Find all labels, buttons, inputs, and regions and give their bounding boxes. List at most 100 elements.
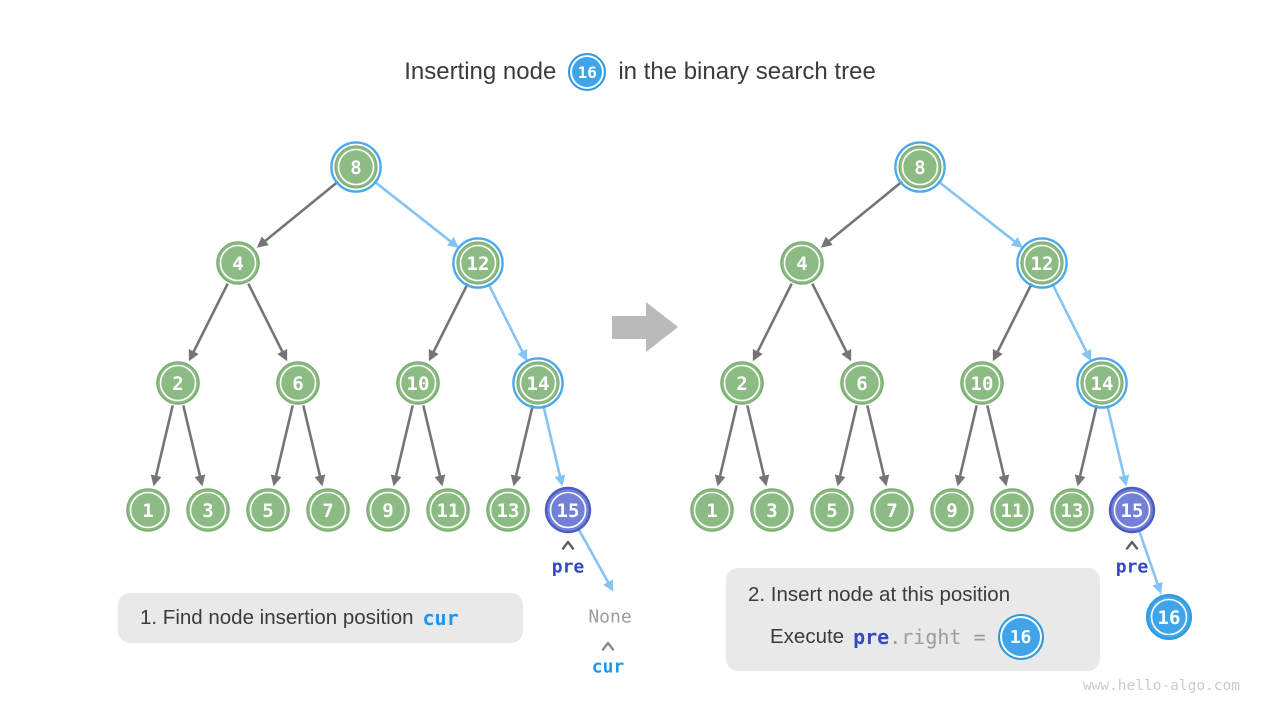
tree-node-1: 1 (126, 488, 170, 532)
svg-text:9: 9 (382, 500, 393, 522)
tree-edge-10-9 (390, 405, 414, 487)
caret-up-icon (561, 540, 576, 550)
svg-text:11: 11 (437, 500, 460, 522)
tree-node-7: 7 (870, 488, 914, 532)
pre-pointer-label: pre (551, 556, 585, 578)
tree-edge-10-11 (986, 405, 1010, 487)
tree-edge-12-14 (1051, 282, 1092, 362)
tree-edge-2-3 (746, 405, 770, 487)
svg-text:13: 13 (1061, 500, 1084, 522)
tree-edge-4-2 (188, 282, 229, 362)
svg-text:15: 15 (1121, 500, 1144, 522)
svg-text:7: 7 (886, 500, 897, 522)
right-assignment-token: .right = (889, 625, 986, 649)
tree-node-11: 11 (426, 488, 470, 532)
svg-text:12: 12 (467, 253, 490, 275)
svg-text:2: 2 (172, 373, 183, 395)
tree-edge-8-4 (256, 180, 339, 248)
tree-node-11: 11 (990, 488, 1034, 532)
tree-edge-2-1 (150, 405, 174, 487)
tree-node-10: 10 (396, 361, 440, 405)
svg-text:1: 1 (142, 500, 153, 522)
svg-text:2: 2 (736, 373, 747, 395)
cur-code-token: cur (422, 606, 459, 630)
tree-edge-4-2 (752, 282, 793, 362)
tree-node-16: 16 (1146, 594, 1192, 640)
tree-edge-10-9 (954, 405, 978, 487)
tree-node-9: 9 (366, 488, 410, 532)
tree-node-12: 12 (452, 237, 504, 289)
caret-up-icon (1125, 540, 1140, 550)
svg-text:7: 7 (322, 500, 333, 522)
tree-node-4: 4 (780, 241, 824, 285)
tree-edge-12-10 (428, 282, 469, 362)
pre-code-token: pre (853, 625, 890, 649)
tree-node-9: 9 (930, 488, 974, 532)
tree-node-15: 15 (1108, 486, 1156, 534)
tree-node-13: 13 (486, 488, 530, 532)
tree-edge-6-7 (302, 405, 326, 487)
tree-node-3: 3 (186, 488, 230, 532)
svg-text:3: 3 (202, 500, 213, 522)
tree-node-13: 13 (1050, 488, 1094, 532)
svg-text:11: 11 (1001, 500, 1024, 522)
tree-node-5: 5 (810, 488, 854, 532)
tree-node-8: 8 (894, 141, 946, 193)
tree-edge-14-13 (1074, 405, 1098, 487)
pre-pointer-label: pre (1115, 556, 1149, 578)
tree-edge-15-16 (1138, 531, 1163, 595)
svg-text:5: 5 (826, 500, 837, 522)
tree-edge-6-5 (270, 405, 294, 487)
step2-text: 2. Insert node at this position (748, 583, 1011, 606)
none-label: None (588, 606, 632, 628)
title-suffix: in the binary search tree (618, 58, 876, 85)
tree-edge-14-13 (510, 405, 534, 487)
tree-edge-8-4 (820, 180, 903, 248)
svg-text:1: 1 (706, 500, 717, 522)
svg-text:16: 16 (1158, 607, 1181, 629)
svg-text:10: 10 (407, 373, 430, 395)
tree-node-14: 14 (512, 357, 564, 409)
tree-edge-2-1 (714, 405, 738, 487)
tree-edge-8-12 (373, 180, 459, 249)
tree-node-2: 2 (156, 361, 200, 405)
step2-code-line: Execute pre .right = 16 (770, 614, 1100, 660)
cur-pointer-label: cur (591, 656, 625, 678)
tree-edge-4-6 (811, 282, 852, 362)
tree-edge-6-5 (834, 405, 858, 487)
svg-text:14: 14 (527, 373, 550, 395)
svg-text:15: 15 (557, 500, 580, 522)
svg-text:4: 4 (796, 253, 807, 275)
tree-edge-8-12 (937, 180, 1023, 249)
tree-node-7: 7 (306, 488, 350, 532)
tree-node-15: 15 (544, 486, 592, 534)
watermark: www.hello-algo.com (1082, 678, 1240, 694)
svg-text:5: 5 (262, 500, 273, 522)
tree-edge-14-15 (1106, 405, 1130, 487)
step1-text: 1. Find node insertion position (140, 606, 414, 629)
svg-text:14: 14 (1091, 373, 1114, 395)
tree-edge-4-6 (247, 282, 288, 362)
tree-edge-12-10 (992, 282, 1033, 362)
tree-edge-6-7 (866, 405, 890, 487)
tree-node-14: 14 (1076, 357, 1128, 409)
title-prefix: Inserting node (404, 58, 557, 85)
svg-text:13: 13 (497, 500, 520, 522)
tree-node-12: 12 (1016, 237, 1068, 289)
tree-node-2: 2 (720, 361, 764, 405)
tree-edge-14-15 (542, 405, 566, 487)
tree-edge-15-none (578, 529, 614, 592)
figure-title: Inserting node 16 in the binary search t… (0, 50, 1280, 94)
svg-text:10: 10 (971, 373, 994, 395)
svg-text:8: 8 (350, 157, 361, 179)
transition-arrow-icon (612, 302, 678, 352)
tree-edge-12-14 (487, 282, 528, 362)
caret-up-icon (601, 641, 616, 651)
svg-text:6: 6 (856, 373, 867, 395)
execute-label: Execute (770, 625, 845, 648)
svg-text:3: 3 (766, 500, 777, 522)
